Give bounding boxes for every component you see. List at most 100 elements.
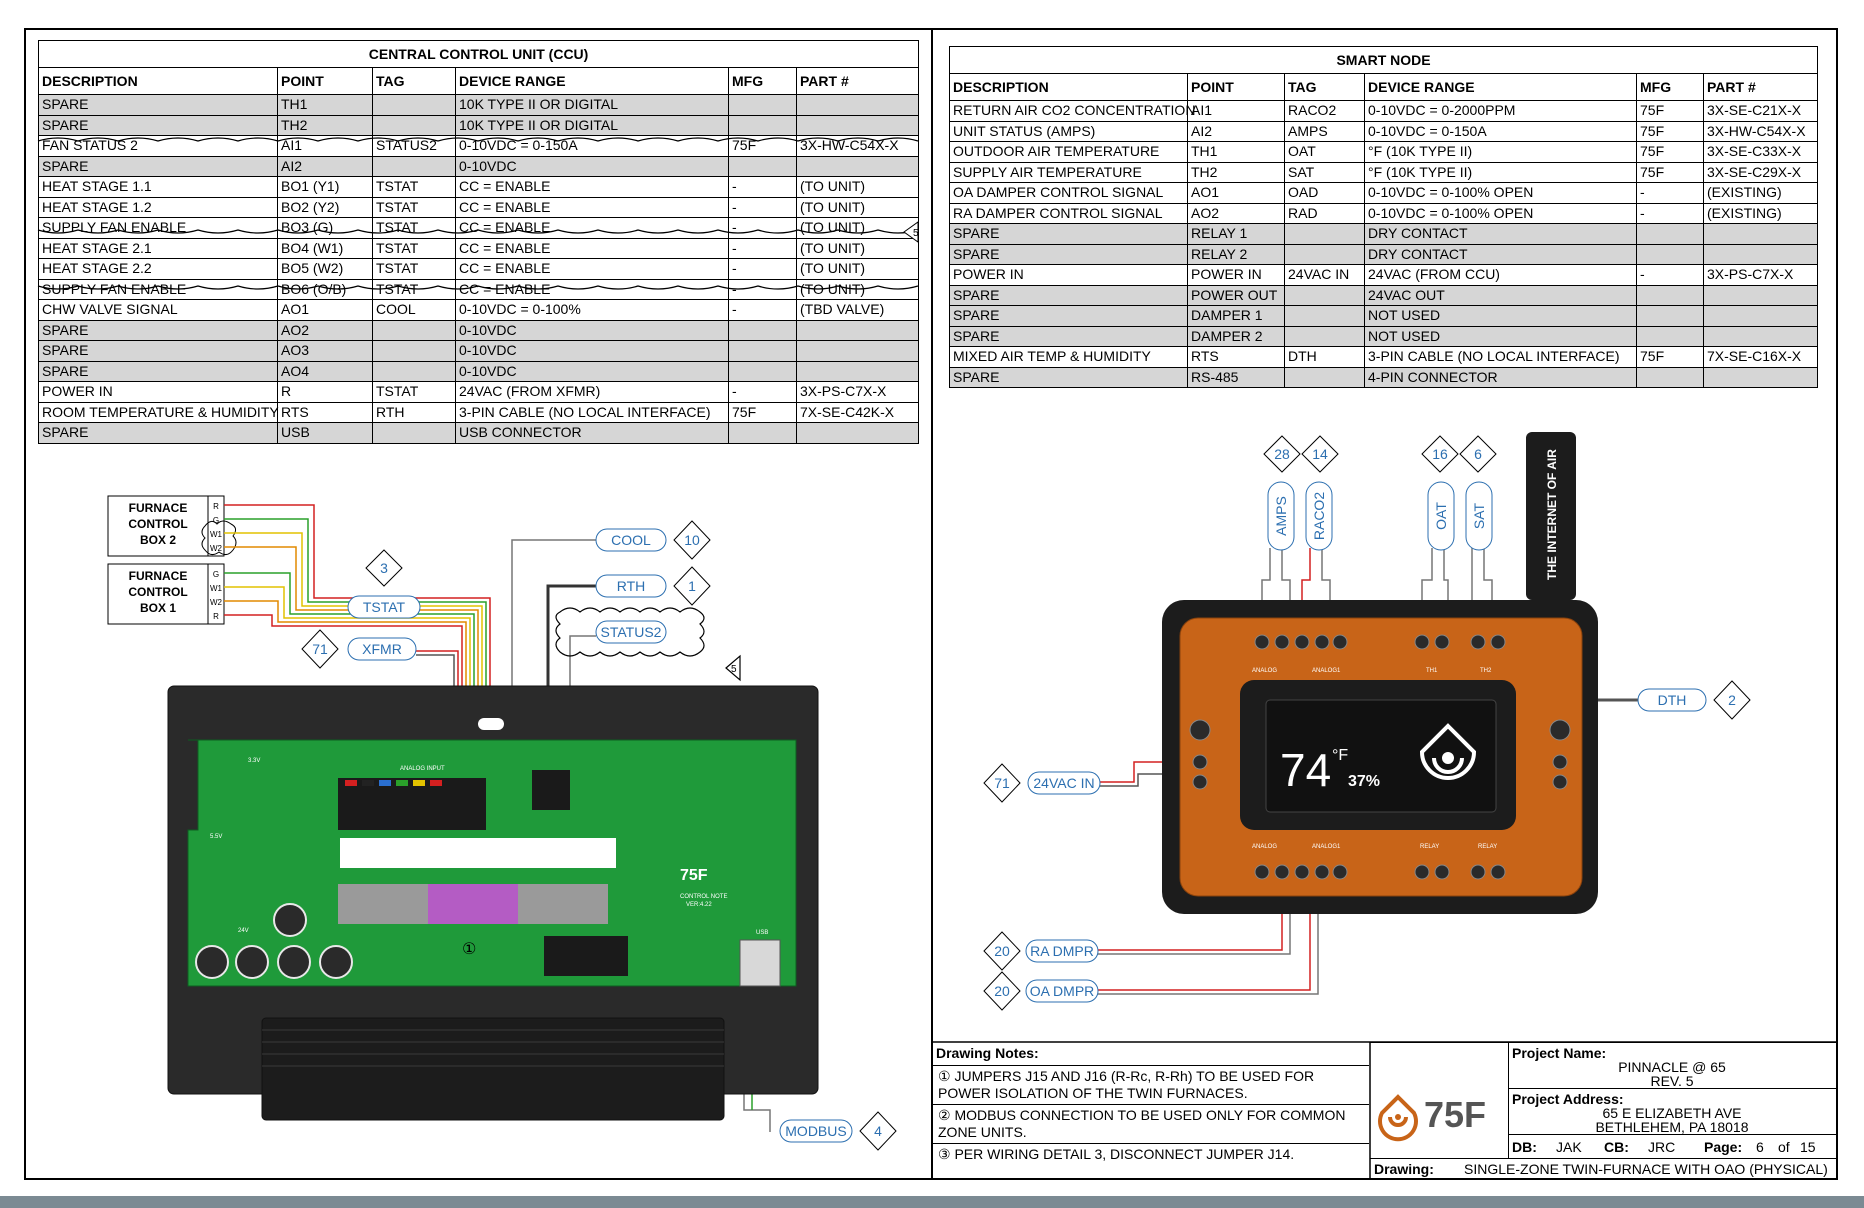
svg-text:RACO2: RACO2 bbox=[1311, 492, 1327, 540]
sn-table-cell: 24VAC IN bbox=[1284, 264, 1365, 286]
note-2-text: MODBUS CONNECTION TO BE USED ONLY FOR CO… bbox=[938, 1107, 1346, 1140]
svg-text:THE INTERNET OF AIR: THE INTERNET OF AIR bbox=[1545, 449, 1559, 580]
ccu-table-cell: 0-10VDC = 0-150A bbox=[455, 135, 729, 157]
company-logo: 75F bbox=[1370, 1042, 1509, 1159]
sn-display-temp-unit: °F bbox=[1332, 747, 1348, 764]
sn-top-label-analog1: ANALOG1 bbox=[1312, 668, 1341, 674]
title-block: 75F Project Name: PINNACLE @ 65 REV. 5 P… bbox=[1370, 1042, 1836, 1178]
ccu-table-cell bbox=[728, 360, 797, 382]
svg-text:20: 20 bbox=[994, 983, 1010, 999]
ccu-table-cell bbox=[795, 422, 920, 444]
ccu-table-cell: COOL bbox=[372, 299, 456, 321]
sn-table-header-cell: POINT bbox=[1187, 73, 1285, 101]
smart-node-top-terminals bbox=[1254, 634, 1506, 650]
ccu-brand: 75F bbox=[680, 867, 708, 884]
drawing-title-block: Drawing: SINGLE-ZONE TWIN-FURNACE WITH O… bbox=[1370, 1158, 1836, 1179]
sn-table-header-cell: MFG bbox=[1636, 73, 1704, 101]
tag-xfmr: XFMR bbox=[347, 637, 417, 661]
ccu-table-header-cell: DESCRIPTION bbox=[38, 67, 278, 95]
sn-table-cell: OA DAMPER CONTROL SIGNAL bbox=[949, 182, 1188, 204]
sn-table-cell: 24VAC OUT bbox=[1364, 284, 1637, 306]
svg-text:4: 4 bbox=[874, 1123, 882, 1139]
ccu-table-cell bbox=[795, 94, 920, 116]
sn-table-cell bbox=[1702, 223, 1819, 245]
sn-display-temp: 74 bbox=[1280, 744, 1331, 796]
ccu-version: VER:4.22 bbox=[686, 902, 712, 908]
sn-table-cell: AI1 bbox=[1187, 100, 1285, 122]
sheet-divider bbox=[931, 28, 933, 1180]
ccu-table-cell: 0-10VDC bbox=[455, 155, 729, 177]
note-1-number: ① bbox=[938, 1068, 951, 1084]
ccu-table-cell: TH2 bbox=[277, 114, 373, 136]
notes-title: Drawing Notes: bbox=[936, 1045, 1039, 1061]
ccu-table-cell: CC = ENABLE bbox=[455, 176, 729, 198]
smart-node-side-terminals bbox=[1189, 719, 1571, 790]
voltage-label-c: 5.5V bbox=[210, 834, 222, 840]
tag-sat: SAT bbox=[1465, 481, 1493, 551]
sn-table-cell: RTS bbox=[1187, 346, 1285, 368]
ccu-table-cell: HEAT STAGE 1.1 bbox=[38, 176, 278, 198]
ref-modbus: 4 bbox=[859, 1111, 897, 1151]
project-name: PINNACLE @ 65 bbox=[1618, 1059, 1726, 1075]
ccu-table-cell: R bbox=[277, 381, 373, 403]
status2-revision-cloud bbox=[555, 607, 741, 682]
sn-table-cell bbox=[1284, 325, 1365, 347]
svg-text:AMPS: AMPS bbox=[1273, 496, 1289, 536]
ccu-table-cell bbox=[795, 114, 920, 136]
project-address-label: Project Address: bbox=[1512, 1091, 1624, 1107]
note-1: ① JUMPERS J15 AND J16 (R-Rc, R-Rh) TO BE… bbox=[932, 1065, 1369, 1104]
svg-text:OAT: OAT bbox=[1433, 502, 1449, 530]
ccu-table-cell: FAN STATUS 2 bbox=[38, 135, 278, 157]
svg-text:FURNACE: FURNACE bbox=[129, 501, 188, 515]
tag-raco2: RACO2 bbox=[1305, 481, 1333, 551]
revision-marker-ccu: 5 bbox=[903, 221, 919, 243]
sn-table-header-cell: PART # bbox=[1702, 73, 1819, 101]
logo-mark-icon: 75F bbox=[1378, 1094, 1486, 1142]
sn-table-cell: 4-PIN CONNECTOR bbox=[1364, 366, 1637, 388]
svg-text:28: 28 bbox=[1274, 446, 1290, 462]
sn-table-cell: RELAY 2 bbox=[1187, 243, 1285, 265]
ccu-table-cell: BO4 (W1) bbox=[277, 237, 373, 259]
ccu-table-cell: HEAT STAGE 1.2 bbox=[38, 196, 278, 218]
sn-top-label-th2: TH2 bbox=[1480, 668, 1492, 674]
ccu-table-cell: TSTAT bbox=[372, 258, 456, 280]
sn-table-cell: SPARE bbox=[949, 366, 1188, 388]
ccu-table-cell: SPARE bbox=[38, 114, 278, 136]
sn-table-cell: AMPS bbox=[1284, 120, 1365, 142]
svg-text:R: R bbox=[213, 612, 219, 621]
ref-tstat: 3 bbox=[365, 549, 403, 587]
svg-text:71: 71 bbox=[312, 641, 328, 657]
sn-table-cell bbox=[1636, 223, 1704, 245]
voltage-label-a: 3.3V bbox=[248, 758, 260, 764]
sn-table-cell: 24VAC (FROM CCU) bbox=[1364, 264, 1637, 286]
note-1-text: JUMPERS J15 AND J16 (R-Rc, R-Rh) TO BE U… bbox=[938, 1068, 1315, 1101]
sn-table-cell: 3X-SE-C33X-X bbox=[1702, 141, 1819, 163]
sn-table-cell: 0-10VDC = 0-100% OPEN bbox=[1364, 202, 1637, 224]
page-number: 6 bbox=[1756, 1139, 1764, 1155]
ccu-table-cell: CC = ENABLE bbox=[455, 196, 729, 218]
sn-bottom-label-analog: ANALOG bbox=[1252, 844, 1277, 850]
page-label: Page: bbox=[1704, 1139, 1743, 1155]
sn-table-cell bbox=[1702, 243, 1819, 265]
svg-text:G: G bbox=[213, 570, 219, 579]
ref-cool: 10 bbox=[673, 520, 711, 560]
ref-rth: 1 bbox=[673, 566, 711, 606]
ccu-table-cell: 7X-SE-C42K-X bbox=[795, 401, 920, 423]
svg-text:W2: W2 bbox=[210, 598, 223, 607]
ccu-table-cell bbox=[728, 94, 797, 116]
ref-dth: 2 bbox=[1713, 680, 1751, 720]
ccu-table-cell: 0-10VDC = 0-100% bbox=[455, 299, 729, 321]
ccu-table-cell: SPARE bbox=[38, 94, 278, 116]
svg-text:CONTROL: CONTROL bbox=[128, 585, 187, 599]
logo-text: 75F bbox=[1424, 1094, 1486, 1135]
jumper-marker: ① bbox=[462, 939, 476, 958]
tag-oat: OAT bbox=[1427, 481, 1455, 551]
sn-table-cell: NOT USED bbox=[1364, 305, 1637, 327]
